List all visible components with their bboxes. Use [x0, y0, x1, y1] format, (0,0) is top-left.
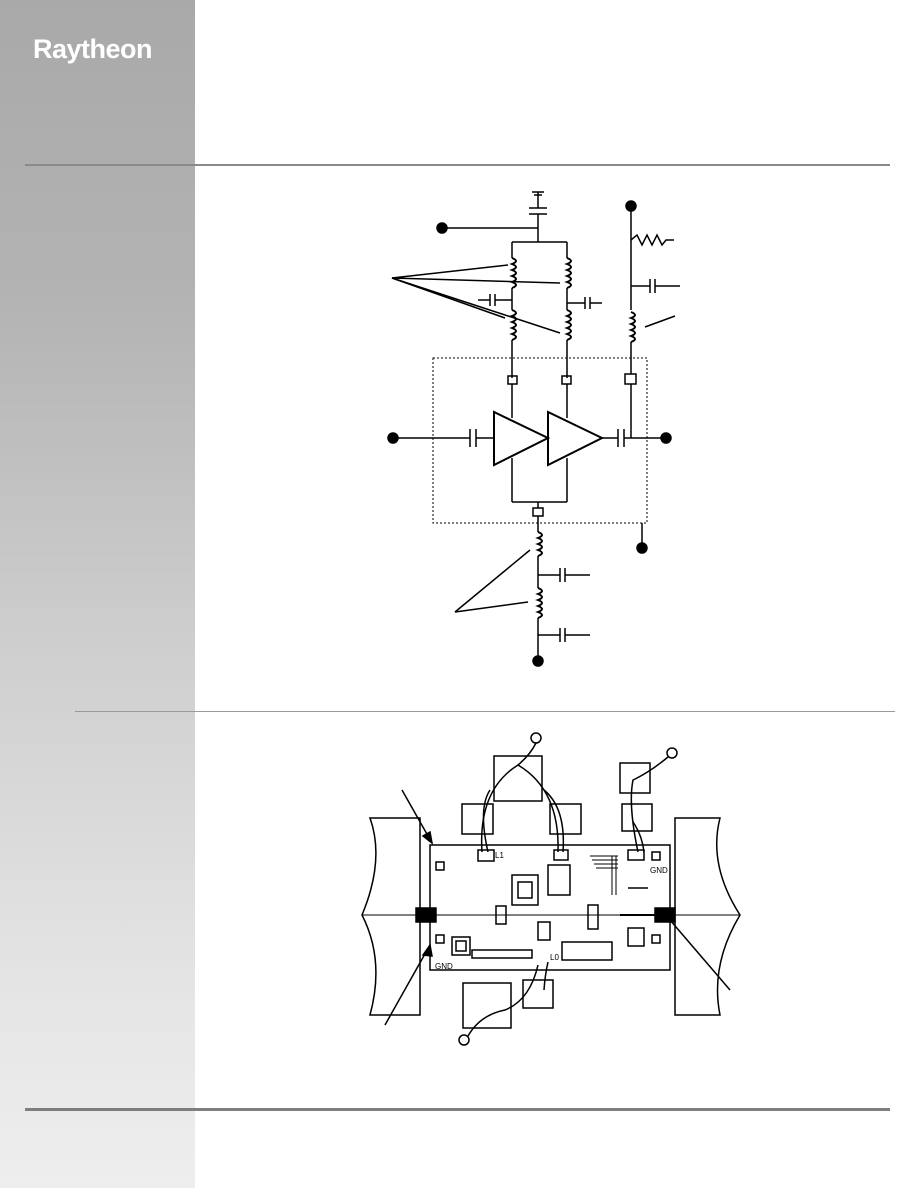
section-divider	[75, 711, 895, 712]
board-label: GND	[650, 866, 668, 875]
sidebar-band	[0, 0, 195, 1188]
board-label: L1	[495, 851, 504, 860]
board-label: GND	[435, 962, 453, 971]
board-label: L0	[550, 953, 559, 962]
footer-divider	[25, 1108, 890, 1111]
raytheon-logo: Raytheon	[33, 34, 153, 64]
header-divider	[25, 164, 890, 166]
